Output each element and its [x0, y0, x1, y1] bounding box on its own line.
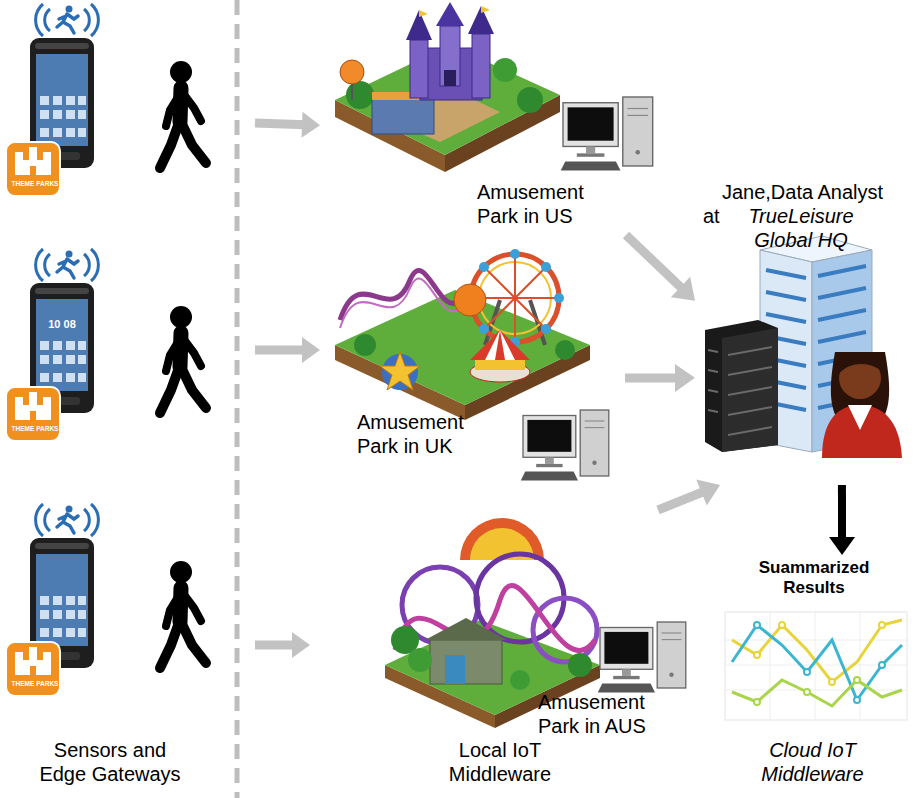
flow-arrow [829, 485, 855, 555]
arrow-shaft [626, 235, 683, 290]
arrow-shaft [658, 491, 705, 510]
analyst-avatar [822, 352, 902, 458]
flow-arrow [658, 479, 720, 510]
arrow-shaft [255, 123, 306, 125]
park-name: Amusement Park in AUS [538, 690, 678, 738]
line-chart [725, 612, 907, 720]
flow-arrow [625, 364, 695, 392]
arrow-head [675, 364, 695, 392]
arrow-shaft [255, 640, 296, 649]
hq-label: at [703, 204, 733, 228]
arrow-head [292, 632, 310, 658]
flow-arrow [626, 235, 695, 301]
computer-icon [598, 622, 686, 692]
arrow-shaft [838, 485, 846, 541]
hq-label: Jane,Data Analyst [695, 180, 910, 204]
tier-label: Sensors and Edge Gateways [35, 738, 185, 786]
park-name: Amusement Park in US [477, 180, 617, 228]
phone-walker-icon [6, 504, 206, 696]
tier-label: Local IoT Middleware [435, 738, 565, 786]
flow-arrow [255, 112, 320, 138]
separator-line [235, 0, 240, 798]
cloud-hq: Jane,Data AnalystatTrueLeisure Global HQ [695, 178, 915, 485]
local-park-site: Amusement Park in US [320, 20, 660, 235]
local-park-site: Amusement Park in UK [320, 250, 625, 480]
sensor-gateway: THEME PARKS [5, 5, 255, 200]
flow-arrow [255, 632, 310, 658]
arrow-head [671, 277, 695, 301]
computer-icon [561, 97, 653, 171]
clock-text: 10 08 [38, 318, 86, 331]
park-illustration [335, 2, 560, 172]
arrow-head [302, 112, 320, 138]
flow-arrow [255, 337, 320, 363]
tier-label: Cloud IoT Middleware [740, 738, 885, 786]
badge-text: THEME PARKS [8, 680, 62, 688]
sensor-gateway: THEME PARKS [5, 505, 255, 700]
results-title: Suammarized Results [739, 558, 889, 599]
hq-label: TrueLeisure Global HQ [731, 204, 871, 252]
arrow-head [696, 479, 720, 505]
arrow-shaft [255, 346, 306, 355]
badge-text: THEME PARKS [8, 180, 62, 188]
badge-text: THEME PARKS [8, 425, 62, 433]
phone-walker-icon [6, 249, 206, 441]
server-rack [705, 320, 778, 452]
park-name: Amusement Park in UK [357, 410, 497, 458]
sensor-gateway: THEME PARKS [5, 250, 255, 445]
phone-walker-icon [6, 4, 206, 196]
computer-icon [521, 410, 609, 480]
park-illustration [335, 249, 590, 420]
arrow-shaft [625, 373, 679, 382]
arrow-head [302, 337, 320, 363]
local-park-site: Amusement Park in AUS [310, 510, 690, 745]
arrow-head [829, 537, 855, 555]
results-chart: Suammarized Results [722, 555, 907, 720]
